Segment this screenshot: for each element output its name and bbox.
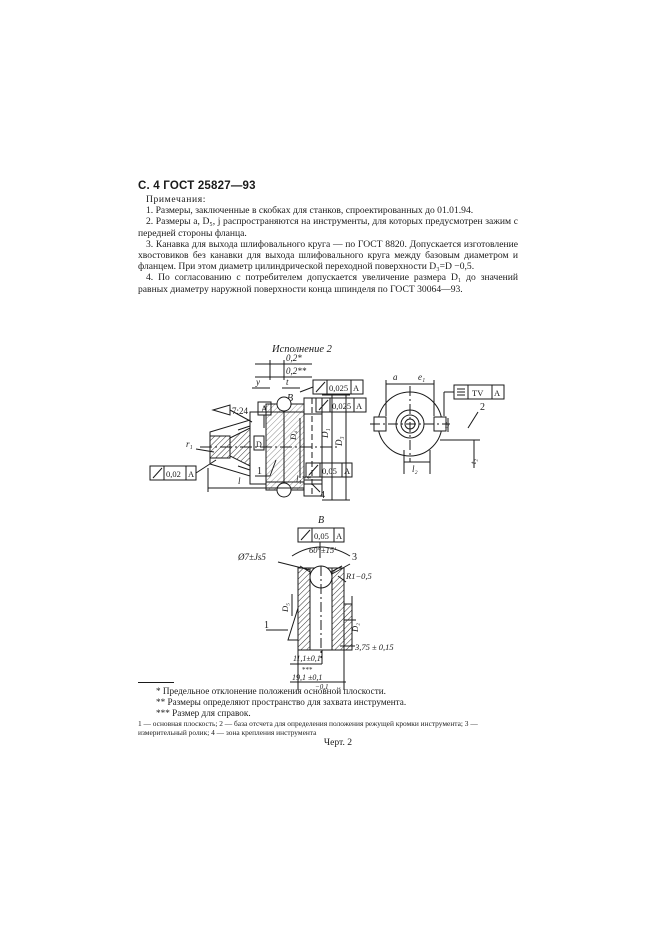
svg-text:A: A — [344, 466, 351, 476]
dim-D2: D₂ — [350, 623, 360, 633]
dim-191-tol: −0,1 — [315, 683, 328, 691]
dim-radius: R1−0,5 — [345, 571, 372, 581]
view-title: Исполнение 2 — [271, 344, 333, 355]
dim-t: t — [286, 377, 289, 387]
dim-e1: e₁ — [418, 372, 425, 382]
dim-D3: D₃ — [334, 436, 344, 447]
svg-text:0,02: 0,02 — [166, 469, 181, 479]
view-marker-B: B — [287, 393, 293, 404]
figure-legend: 1 — основная плоскость; 2 — база отсчета… — [138, 719, 478, 737]
svg-text:0,05: 0,05 — [322, 466, 337, 476]
dim-191-mark: *** — [302, 666, 313, 674]
notes-block: Примечания: 1. Размеры, заключенные в ск… — [138, 194, 518, 295]
svg-text:A: A — [356, 401, 363, 411]
callout-2: 2 — [480, 402, 485, 413]
dim-taper: 7:24 — [232, 406, 249, 416]
dim-02-star: 0,2* — [286, 353, 302, 363]
page-header: С. 4 ГОСТ 25827—93 — [138, 180, 256, 192]
callout-1: 1 — [257, 466, 262, 477]
detail-title: B — [318, 515, 324, 526]
svg-text:0,05: 0,05 — [314, 531, 329, 541]
tolerance-frame-4: 0,05 A — [305, 462, 353, 478]
footnote-3: *** Размер для справок. — [156, 708, 251, 718]
dim-y: y — [255, 377, 260, 387]
dim-t2: t₂ — [469, 459, 478, 464]
dim-02-dstar: 0,2** — [286, 366, 307, 376]
svg-text:A: A — [336, 531, 343, 541]
svg-text:A: A — [188, 469, 195, 479]
dim-b: b — [445, 421, 449, 430]
tolerance-frame-2: 0,025 A — [315, 397, 367, 413]
tolerance-frame-5: TV A — [453, 384, 505, 400]
svg-text:TV: TV — [472, 388, 484, 398]
footnote-1: * Предельное отклонение положения основн… — [156, 686, 386, 696]
tolerance-frame-3: 0,02 A — [149, 465, 197, 481]
dim-l2: l₂ — [412, 464, 418, 474]
dim-l1: l₁** — [296, 474, 311, 484]
dim-D: D — [256, 440, 262, 449]
note-item-3: 3. Канавка для выхода шлифовального круг… — [138, 238, 518, 273]
detail-callout-3: 3 — [352, 552, 357, 563]
dim-bore: Ø7±Js5 — [237, 552, 266, 562]
dim-375: 3,75 ± 0,15 — [354, 642, 394, 652]
dim-l: l — [238, 476, 241, 486]
dim-r1: r₁ — [186, 439, 193, 449]
dim-111: 11,1±0,1 — [293, 654, 321, 663]
datum-A: A — [261, 404, 268, 414]
dim-D5: D₅ — [280, 603, 290, 613]
svg-text:0,025: 0,025 — [332, 401, 351, 411]
footnote-rule — [138, 682, 174, 683]
notes-title: Примечания: — [146, 194, 206, 205]
note-item-1: 1. Размеры, заключенные в скобках для ст… — [146, 205, 474, 217]
tolerance-frame-6: 0,05 A — [297, 527, 345, 543]
dim-191: 19,1 ±0,1 — [292, 673, 322, 682]
footnotes: * Предельное отклонение положения основн… — [138, 682, 518, 748]
note-item-2: 2. Размеры a, D₅, j распространяются на … — [138, 216, 518, 239]
svg-text:0,025: 0,025 — [329, 383, 348, 393]
note-item-4: 4. По согласованию с потребителем допуск… — [138, 272, 518, 295]
tolerance-frame-1: 0,025 A — [312, 379, 364, 395]
figure-caption: Черт. 2 — [323, 737, 353, 748]
svg-text:A: A — [353, 383, 360, 393]
dim-D4: D₄ — [288, 431, 298, 441]
callout-4: 4 — [320, 490, 325, 501]
dim-angle: 60°±15′ — [309, 545, 336, 555]
dim-D1: D₁ — [320, 428, 330, 439]
footnote-2: ** Размеры определяют пространство для з… — [156, 697, 407, 707]
detail-callout-1: 1 — [264, 620, 269, 631]
dim-a: a — [393, 372, 398, 382]
svg-text:A: A — [494, 388, 501, 398]
